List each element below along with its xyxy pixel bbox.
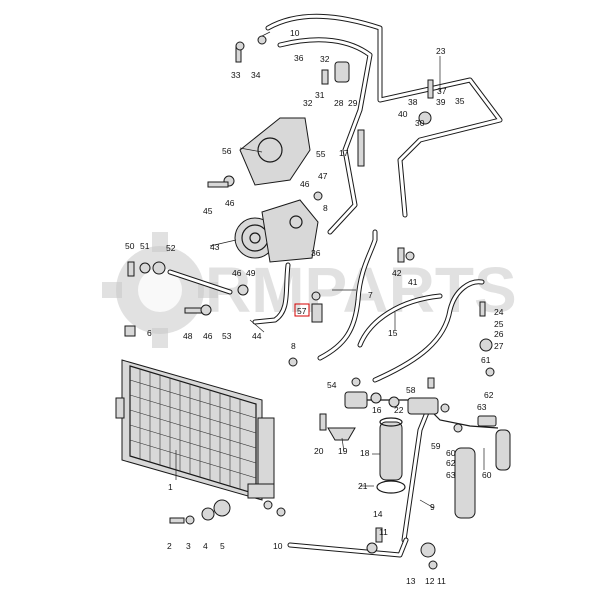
- callout-32: 32: [320, 54, 330, 64]
- callout-47: 47: [318, 171, 328, 181]
- callout-19: 19: [338, 446, 348, 456]
- callout-27: 27: [494, 341, 504, 351]
- callout-35: 35: [455, 96, 465, 106]
- callout-63b: 63: [446, 470, 456, 480]
- callout-38: 38: [408, 97, 418, 107]
- callout-52: 52: [166, 243, 176, 253]
- condenser: [115, 359, 275, 501]
- callout-17: 17: [339, 148, 349, 158]
- compressor: [234, 117, 319, 263]
- callout-5: 5: [220, 541, 225, 551]
- receiver-drier: [376, 417, 406, 494]
- callout-50: 50: [125, 241, 135, 251]
- callout-36: 36: [294, 53, 304, 63]
- callout-46: 46: [225, 198, 235, 208]
- highlight-box: [294, 303, 310, 317]
- callout-15: 15: [388, 328, 398, 338]
- callout-8b: 8: [291, 341, 296, 351]
- callout-9: 9: [430, 502, 435, 512]
- watermark-gear-icon: [102, 232, 218, 348]
- callout-13: 13: [406, 576, 416, 586]
- callout-56: 56: [222, 146, 232, 156]
- callout-34: 34: [251, 70, 261, 80]
- callout-59: 59: [431, 441, 441, 451]
- callout-16: 16: [372, 405, 382, 415]
- callout-33: 33: [231, 70, 241, 80]
- callout-62b: 62: [446, 458, 456, 468]
- callout-25: 25: [494, 319, 504, 329]
- callout-29: 29: [348, 98, 358, 108]
- callout-23: 23: [436, 46, 446, 56]
- callout-14: 14: [373, 509, 383, 519]
- callout-51: 51: [140, 241, 150, 251]
- callout-62: 62: [484, 390, 494, 400]
- callout-30: 30: [415, 118, 425, 128]
- callout-4: 4: [203, 541, 208, 551]
- callout-48: 48: [183, 331, 193, 341]
- hose-lines: [167, 13, 503, 558]
- callout-26: 26: [494, 329, 504, 339]
- callout-37: 37: [437, 86, 447, 96]
- callout-41: 41: [408, 277, 418, 287]
- callout-21: 21: [358, 481, 368, 491]
- callout-6: 6: [147, 328, 152, 338]
- callout-8: 8: [323, 203, 328, 213]
- callout-12: 12: [425, 576, 435, 586]
- callout-54: 54: [327, 380, 337, 390]
- callout-53: 53: [222, 331, 232, 341]
- callout-11: 11: [437, 576, 446, 586]
- callout-44: 44: [252, 331, 262, 341]
- callout-58: 58: [406, 385, 416, 395]
- callout-46b: 46: [300, 179, 310, 189]
- callout-43: 43: [210, 242, 220, 252]
- fasteners: [124, 35, 497, 570]
- callout-28: 28: [334, 98, 344, 108]
- callout-24: 24: [494, 307, 504, 317]
- callout-45: 45: [203, 206, 213, 216]
- callout-20: 20: [314, 446, 324, 456]
- callout-63: 63: [477, 402, 487, 412]
- callout-labels: 1 2 3 4 5 6 7 8 8 9 10 10 11 11 12 13 14…: [125, 28, 504, 586]
- callout-61: 61: [481, 355, 491, 365]
- callout-39: 39: [436, 97, 446, 107]
- callout-57: 57: [297, 306, 307, 316]
- callout-60b: 60: [482, 470, 492, 480]
- callout-55: 55: [316, 149, 326, 159]
- callout-3: 3: [186, 541, 191, 551]
- callout-1: 1: [168, 482, 173, 492]
- callout-46d: 46: [203, 331, 213, 341]
- callout-31: 31: [315, 90, 325, 100]
- callout-60: 60: [446, 448, 456, 458]
- callout-10b: 10: [273, 541, 283, 551]
- callout-49: 49: [246, 268, 256, 278]
- callout-32b: 32: [303, 98, 313, 108]
- callout-18: 18: [360, 448, 370, 458]
- callout-2: 2: [167, 541, 172, 551]
- callout-46c: 46: [232, 268, 242, 278]
- leader-lines: [175, 31, 485, 509]
- callout-36b: 36: [311, 248, 321, 258]
- callout-22: 22: [394, 405, 404, 415]
- callout-7: 7: [368, 290, 373, 300]
- callout-11b: 11: [379, 527, 388, 537]
- callout-40: 40: [398, 109, 408, 119]
- callout-10: 10: [290, 28, 300, 38]
- callout-42: 42: [392, 268, 402, 278]
- reservoir: [454, 429, 511, 519]
